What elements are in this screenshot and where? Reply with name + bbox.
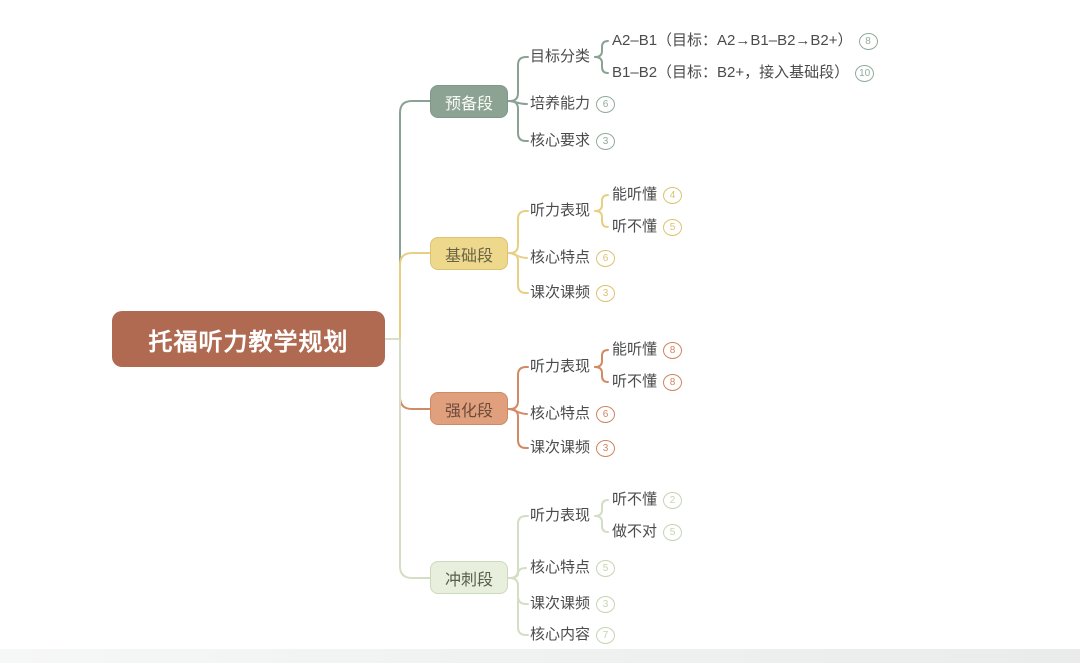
count-badge: 3 <box>596 595 616 613</box>
stage-node-sprint[interactable]: 冲刺段 <box>430 561 508 594</box>
stage-label: 冲刺段 <box>444 571 493 589</box>
topic-row-core-features[interactable]: 核心特点 6 <box>530 404 616 424</box>
count-badge: 4 <box>663 186 683 204</box>
topic-row-can-understand[interactable]: 能听懂 8 <box>612 340 683 360</box>
count-badge: 6 <box>596 405 616 423</box>
topic-row-lesson-frequency[interactable]: 课次课频 3 <box>530 283 616 303</box>
stage-label: 基础段 <box>444 247 493 265</box>
topic-label: 能听懂 <box>612 341 658 358</box>
count-badge: 10 <box>855 64 875 82</box>
topic-row-core-requirements[interactable]: 核心要求 3 <box>530 131 616 151</box>
topic-row-core-features[interactable]: 核心特点 6 <box>530 248 616 268</box>
count-badge: 8 <box>663 341 683 359</box>
topic-row-a2-b1[interactable]: A2–B1（目标：A2→B1–B2→B2+） 8 <box>612 31 878 51</box>
topic-label: 做不对 <box>612 523 658 540</box>
topic-label: 核心内容 <box>530 626 591 643</box>
topic-label: 培养能力 <box>530 95 591 112</box>
topic-label: 核心特点 <box>530 405 591 422</box>
stage-label: 强化段 <box>444 402 493 420</box>
topic-row-lesson-frequency[interactable]: 课次课频 3 <box>530 438 616 458</box>
count-badge: 7 <box>596 626 616 644</box>
stage-node-prep[interactable]: 预备段 <box>430 85 508 118</box>
topic-row-listening-performance[interactable]: 听力表现 <box>530 201 590 221</box>
topic-row-cannot-understand[interactable]: 听不懂 5 <box>612 217 683 237</box>
connector-root-intensive <box>399 338 431 410</box>
root-node[interactable]: 托福听力教学规划 <box>112 311 385 367</box>
topic-row-core-features[interactable]: 核心特点 5 <box>530 558 616 578</box>
stage-node-intensive[interactable]: 强化段 <box>430 392 508 425</box>
topic-row-abilities[interactable]: 培养能力 6 <box>530 94 616 114</box>
topic-row-listening-performance[interactable]: 听力表现 <box>530 357 590 377</box>
topic-row-lesson-frequency[interactable]: 课次课频 3 <box>530 594 616 614</box>
topic-label: 听力表现 <box>530 358 591 375</box>
topic-row-answer-incorrectly[interactable]: 做不对 5 <box>612 522 683 542</box>
count-badge: 3 <box>596 132 616 150</box>
topic-label: 核心特点 <box>530 249 591 266</box>
topic-label: 核心要求 <box>530 132 591 149</box>
topic-label: 课次课频 <box>530 284 591 301</box>
topic-label: 目标分类 <box>530 48 591 65</box>
topic-label: 听力表现 <box>530 507 591 524</box>
stage-node-basic[interactable]: 基础段 <box>430 237 508 270</box>
topic-label: 听不懂 <box>612 218 658 235</box>
topic-row-cannot-understand[interactable]: 听不懂 8 <box>612 372 683 392</box>
root-label: 托福听力教学规划 <box>148 328 349 356</box>
topic-row-core-content[interactable]: 核心内容 7 <box>530 625 616 645</box>
count-badge: 5 <box>663 218 683 236</box>
count-badge: 5 <box>596 559 616 577</box>
topic-row-cannot-understand[interactable]: 听不懂 2 <box>612 490 683 510</box>
count-badge: 8 <box>858 32 878 50</box>
topic-label: 核心特点 <box>530 559 591 576</box>
topic-label: 课次课频 <box>530 439 591 456</box>
count-badge: 8 <box>663 373 683 391</box>
connector-root-prep <box>399 100 431 340</box>
page-bottom-edge <box>0 649 1080 663</box>
topic-row-listening-performance[interactable]: 听力表现 <box>530 506 590 526</box>
topic-label: B1–B2（目标：B2+，接入基础段） <box>612 64 850 81</box>
topic-label: A2–B1（目标：A2→B1–B2→B2+） <box>612 32 853 49</box>
count-badge: 3 <box>596 439 616 457</box>
connector-root-sprint <box>399 338 431 579</box>
count-badge: 2 <box>663 491 683 509</box>
topic-label: 听不懂 <box>612 491 658 508</box>
topic-row-can-understand[interactable]: 能听懂 4 <box>612 185 683 205</box>
topic-label: 听力表现 <box>530 202 591 219</box>
stage-label: 预备段 <box>444 95 493 113</box>
count-badge: 6 <box>596 249 616 267</box>
count-badge: 3 <box>596 284 616 302</box>
topic-row-b1-b2[interactable]: B1–B2（目标：B2+，接入基础段） 10 <box>612 63 875 83</box>
connector-root-basic <box>399 252 431 340</box>
topic-row-goal-categories[interactable]: 目标分类 <box>530 47 590 67</box>
count-badge: 6 <box>596 95 616 113</box>
topic-label: 课次课频 <box>530 595 591 612</box>
topic-label: 能听懂 <box>612 186 658 203</box>
count-badge: 5 <box>663 523 683 541</box>
topic-label: 听不懂 <box>612 373 658 390</box>
